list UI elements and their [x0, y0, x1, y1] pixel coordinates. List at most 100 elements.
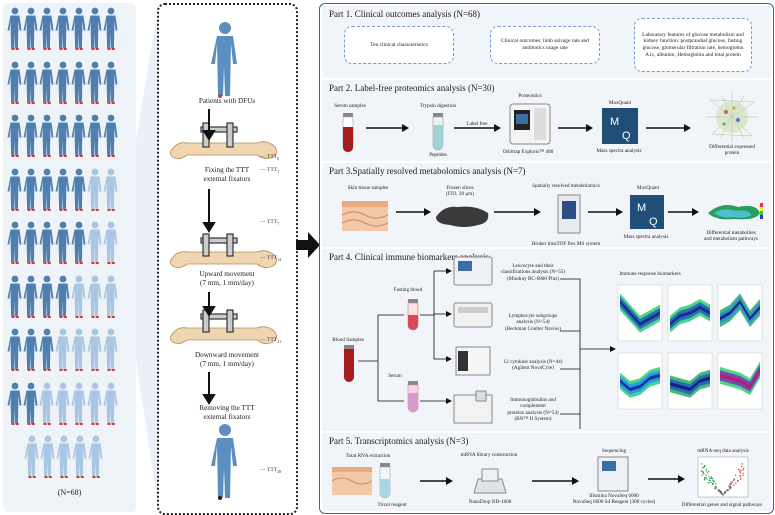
volcano-point: [707, 472, 709, 474]
volcano-point: [733, 479, 735, 482]
person-icon: [39, 328, 54, 371]
volcano-point: [701, 474, 703, 476]
volcano-point: [740, 469, 742, 472]
volcano-point: [729, 483, 731, 485]
svg-text:M: M: [610, 116, 619, 128]
volcano-point: [723, 492, 725, 495]
volcano-point: [739, 472, 742, 474]
serum-tube-icon: [342, 113, 354, 153]
volcano-point: [738, 468, 740, 471]
person-icon: [71, 7, 86, 50]
person-icon: [23, 168, 38, 211]
person-icon: [7, 114, 22, 157]
volcano-point: [724, 491, 726, 493]
volcano-point: [715, 483, 717, 485]
volcano-point: [705, 474, 708, 476]
person-icon: [71, 275, 86, 318]
person-icon: [103, 7, 118, 50]
person-icon: [39, 7, 54, 50]
person-icon: [23, 114, 38, 157]
person-icon: [55, 382, 70, 425]
part2-title: Part 2. Label-free proteomics analysis (…: [329, 83, 495, 93]
volcano-point: [707, 482, 709, 484]
volcano-point: [700, 463, 703, 465]
person-icon: [87, 168, 102, 211]
volcano-point: [734, 474, 737, 476]
mindray-analyzer-icon: [453, 256, 493, 286]
part5-mrna-seq-label: mRNA-seq data analysis: [697, 448, 749, 454]
volcano-point: [730, 482, 732, 485]
part1-title: Part 1. Clinical outcomes analysis (N=68…: [329, 9, 481, 19]
patient-row: [7, 7, 118, 53]
person-icon: [87, 7, 102, 50]
person-icon: [40, 435, 55, 478]
person-icon: [103, 275, 118, 318]
person-icon: [103, 168, 118, 211]
person-icon: [55, 114, 70, 157]
person-icon: [55, 275, 70, 318]
person-icon: [87, 114, 102, 157]
nanodrop-instrument-icon: [473, 468, 507, 494]
ttt-mark-base: TTT: [266, 219, 278, 225]
person-icon: [103, 114, 118, 157]
illumina-sequencer-icon: [597, 456, 629, 492]
beckman-navios-icon: [453, 302, 493, 328]
patient-row: [7, 328, 118, 374]
person-icon: [39, 61, 54, 104]
volcano-point: [708, 475, 710, 477]
part4-leuko-label: Leucocyte and their classifications anal…: [500, 263, 565, 282]
ttt-mark-tick: —: [260, 167, 267, 173]
patients-label: Patients with DFUs: [198, 97, 256, 105]
person-icon: [72, 435, 87, 478]
blood-tube-icon: [344, 345, 354, 382]
volcano-point: [742, 472, 744, 474]
part2-proteomics-label: Proteomics: [518, 93, 542, 99]
agilent-novocyte-icon: [455, 346, 491, 376]
part4-blood-samples-label: Blood Samples: [332, 337, 364, 343]
metabolite-heatmap-icon: [708, 203, 763, 220]
volcano-point: [739, 474, 741, 477]
part4-immuno-label: Immunoglobulins and complement proteins …: [507, 397, 559, 423]
immune-plot: [617, 352, 663, 410]
svg-text:Q: Q: [622, 130, 631, 142]
maxquant-logo-icon: M Q: [602, 108, 638, 144]
patient-row: [7, 114, 118, 160]
ttt-mark-base: TTT: [266, 154, 278, 160]
person-icon: [23, 221, 38, 264]
ttt-mark-sub: 1: [277, 169, 280, 175]
part3-frozen-label: Frozen slices (ITO, 20 μm): [446, 185, 474, 198]
volcano-point: [727, 489, 730, 491]
volcano-point: [710, 476, 712, 478]
person-icon: [7, 328, 22, 371]
timeline-arrows: [202, 109, 216, 405]
person-icon: [55, 328, 70, 371]
volcano-point: [742, 474, 744, 477]
part5-total-rna-label: Total RNA extraction: [345, 453, 391, 459]
volcano-point: [721, 493, 724, 496]
fasting-blood-tube-icon: [407, 299, 419, 331]
volcano-point: [709, 480, 712, 482]
person-icon: [7, 382, 22, 425]
volcano-point: [702, 472, 704, 474]
volcano-point: [733, 478, 735, 480]
part3-mass-spectra-label: Mass spectra analysis: [623, 234, 669, 240]
person-icon: [55, 168, 70, 211]
ttt-mark-tick: —: [260, 337, 267, 343]
patient-row: [7, 221, 118, 267]
part2-part3-arrows: [366, 124, 699, 216]
part5-title: Part 5. Transcriptomics analysis (N=3): [329, 436, 469, 446]
patient-row: [7, 61, 118, 107]
immune-plot: [617, 284, 663, 342]
ttt-mark-sub: 28: [277, 469, 282, 475]
part2-orbitrap-label: Orbitrap Exploris™ 480: [502, 149, 554, 155]
ttt-mark-base: TTT: [266, 167, 278, 173]
volcano-point: [730, 486, 732, 489]
person-icon: [88, 435, 103, 478]
downward-movement-label: Downward movement (7 mm, 1 mm/day): [194, 351, 260, 368]
patient-row: [24, 435, 103, 481]
ttt-mark-sub: 7: [277, 221, 280, 227]
volcano-point: [712, 479, 714, 482]
volcano-point: [728, 485, 730, 487]
part2-mass-spectra-label: Mass spectra analysis: [596, 148, 642, 154]
volcano-point: [717, 488, 720, 491]
